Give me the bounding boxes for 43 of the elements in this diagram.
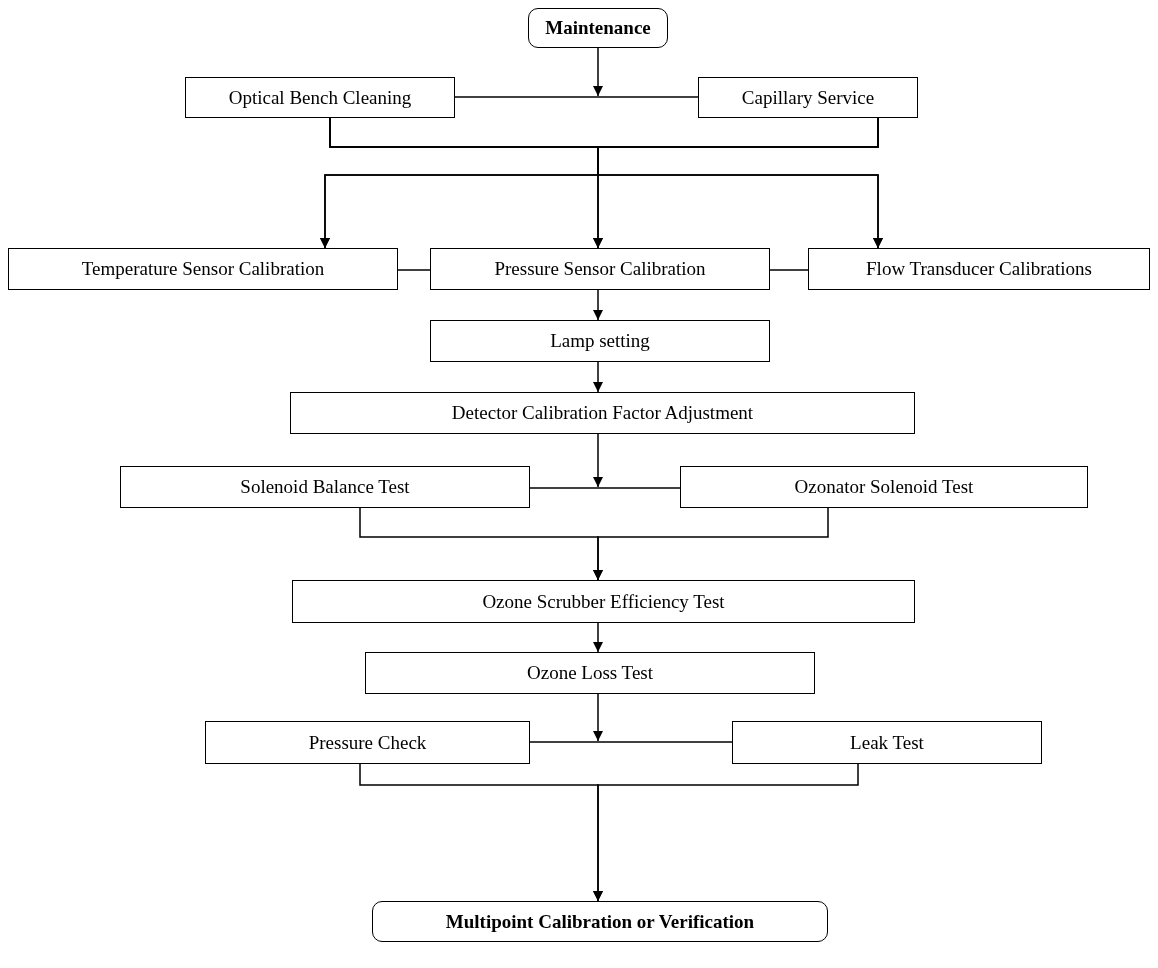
box-label: Optical Bench Cleaning (228, 86, 412, 109)
box-label: Multipoint Calibration or Verification (445, 910, 755, 933)
connector-line (529, 487, 681, 489)
process-box (680, 466, 1088, 508)
box-label: Pressure Check (308, 731, 427, 754)
connector-line (397, 269, 431, 271)
box-label: Lamp setting (550, 330, 650, 352)
terminal-box (372, 901, 828, 942)
arrow (593, 433, 603, 488)
process-box (430, 248, 770, 290)
arrow (593, 47, 603, 97)
terminal-box (528, 8, 668, 48)
connector-line (769, 269, 809, 271)
arrow (593, 622, 603, 653)
process-box (290, 392, 915, 434)
process-box (205, 721, 530, 764)
box-label: Temperature Sensor Calibration (81, 258, 325, 280)
process-box (185, 77, 455, 118)
box-label: Ozone Loss Test (527, 662, 653, 684)
connector-line (454, 96, 699, 98)
process-box (808, 248, 1150, 290)
process-box (698, 77, 918, 118)
box-label: Leak Test (850, 731, 924, 754)
box-label: Detector Calibration Factor Adjustment (451, 402, 754, 424)
box-label: Solenoid Balance Test (240, 476, 410, 498)
box-label: Ozonator Solenoid Test (794, 476, 974, 498)
arrow (593, 507, 829, 581)
process-box (120, 466, 530, 508)
connector-line (529, 741, 733, 743)
process-box (8, 248, 398, 290)
process-box (430, 320, 770, 362)
arrow (593, 361, 603, 393)
box-label: Maintenance (545, 17, 651, 39)
box-label: Capillary Service (741, 86, 875, 109)
arrow (593, 289, 603, 321)
process-box (365, 652, 815, 694)
process-box (292, 580, 915, 623)
box-label: Ozone Scrubber Efficiency Test (482, 590, 725, 613)
arrow (593, 763, 859, 902)
box-label: Pressure Sensor Calibration (494, 258, 706, 280)
box-label: Flow Transducer Calibrations (866, 258, 1092, 280)
process-box (732, 721, 1042, 764)
arrow (593, 693, 603, 742)
